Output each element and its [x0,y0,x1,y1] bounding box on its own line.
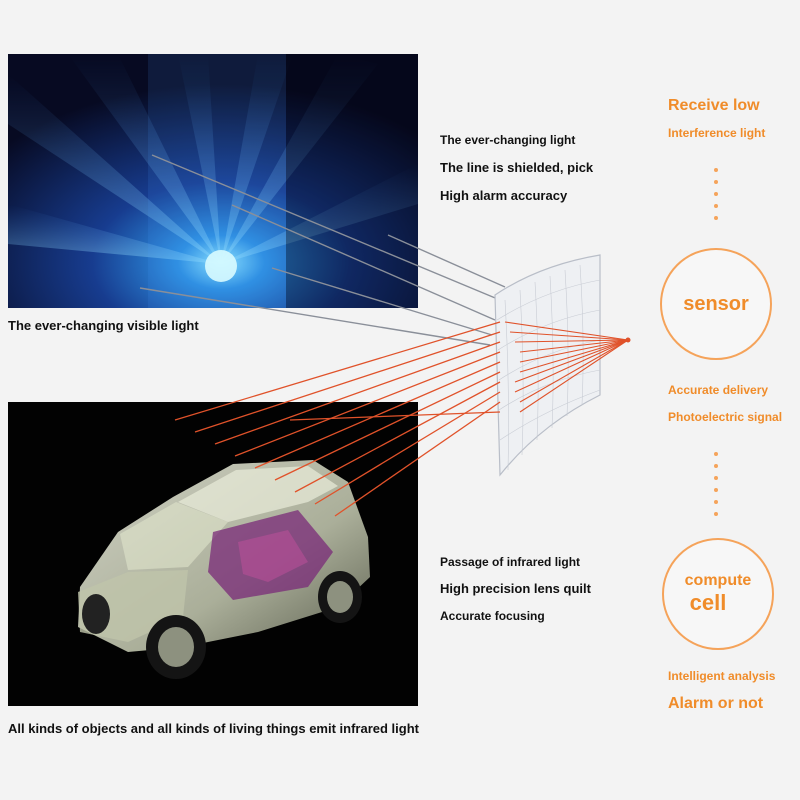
compute-label: compute [684,572,752,589]
infrared-rays [174,321,501,517]
cell-label: cell [689,590,727,615]
sensor-label: sensor [683,292,749,315]
infrared-note-3: Accurate focusing [440,609,545,623]
infrared-note-2: High precision lens quilt [440,581,591,596]
analysis-line-2: Alarm or not [668,695,764,712]
delivery-line-2: Photoelectric signal [668,410,783,424]
receive-title: Receive low [668,97,760,114]
infrared-note-1: Passage of infrared light [440,555,581,569]
visible-light-caption: The ever-changing visible light [8,318,199,333]
compute-cell-circle: compute cell [662,538,774,650]
connector-dots-2 [713,452,719,524]
fresnel-lens [494,254,601,477]
car-illustration [78,460,370,679]
infrared-car-image [8,402,418,706]
delivery-line-1: Accurate delivery [668,383,769,397]
visible-note-2: The line is shielded, pick [440,160,594,175]
receive-subtitle: Interference light [668,126,766,140]
visible-light-rays [139,154,506,346]
sensor-circle: sensor [660,248,772,360]
focused-rays [504,321,629,413]
analysis-line-1: Intelligent analysis [668,669,776,683]
focal-point [625,337,631,343]
visible-note-1: The ever-changing light [440,133,576,147]
visible-note-3: High alarm accuracy [440,188,568,203]
infrared-caption: All kinds of objects and all kinds of li… [8,721,419,736]
connector-dots-1 [713,168,719,228]
